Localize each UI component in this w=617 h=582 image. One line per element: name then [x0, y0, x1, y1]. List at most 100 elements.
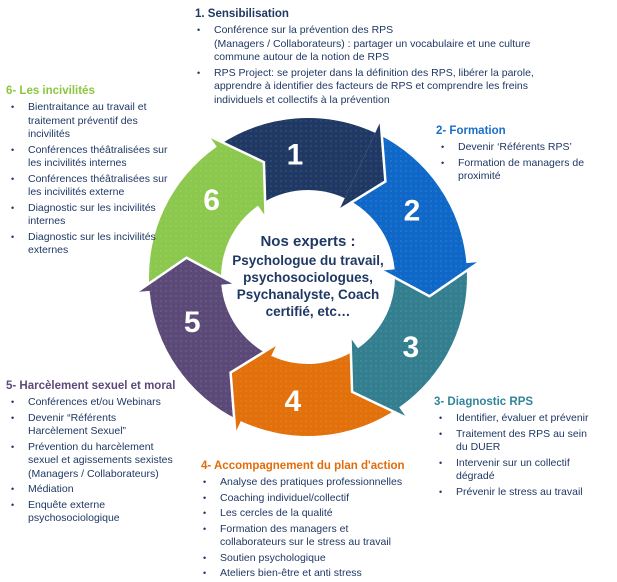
bullet-item: • Conférences théâtralisées sur les inci… — [6, 144, 196, 171]
experts-heading: Nos experts : — [260, 233, 356, 250]
section-2-heading: 2- Formation — [436, 125, 506, 137]
bullet-item: • Conférences et/ou Webinars — [6, 396, 196, 410]
bullet-text: Diagnostic sur les incivilités externes — [28, 230, 156, 257]
bullet-marker: • — [203, 552, 207, 563]
section-6-heading: 6- Les incivilités — [6, 85, 95, 97]
bullet-item: • Formation de managers de proximité — [436, 157, 612, 184]
section-3-heading: 3- Diagnostic RPS — [434, 396, 534, 408]
bullet-text: Diagnostic sur les incivilités internes — [28, 201, 156, 228]
bullet-item: • Diagnostic sur les incivilités interne… — [6, 202, 196, 229]
bullet-item: • RPS Project: se projeter dans la défin… — [192, 67, 617, 108]
bullet-text: Formation de managers de proximité — [458, 156, 585, 183]
segment-2-number: 2 — [404, 194, 421, 227]
bullet-item: • Identifier, évaluer et prévenir — [434, 412, 616, 426]
section-formation: 2- Formation • Devenir ‘Référents RPS’ •… — [436, 124, 612, 184]
bullet-marker: • — [439, 428, 443, 439]
bullet-text: Conférences théâtralisées sur les incivi… — [28, 143, 168, 170]
experts-body: Psychologue du travail, psychosociologue… — [232, 253, 384, 319]
bullet-text: Enquête externe psychosociologique — [28, 498, 120, 525]
segment-3-number: 3 — [402, 331, 419, 364]
bullet-text: Devenir ‘Référents RPS’ — [458, 141, 572, 153]
section-diagnostic-rps: 3- Diagnostic RPS • Identifier, évaluer … — [434, 395, 616, 499]
bullet-text: Identifier, évaluer et prévenir — [456, 412, 589, 424]
bullet-marker: • — [11, 499, 15, 510]
bullet-text: Devenir “Référents Harcèlement Sexuel” — [28, 411, 127, 438]
bullet-marker: • — [11, 102, 15, 112]
bullet-text: Analyse des pratiques professionnelles — [220, 476, 403, 488]
experts-center-label: Nos experts : Psychologue du travail, ps… — [218, 233, 398, 320]
segment-4-arrowhead-outline — [229, 343, 278, 433]
bullet-text: Conférences et/ou Webinars — [28, 396, 161, 408]
segment-1-arrowhead-outline — [338, 121, 387, 211]
bullet-marker: • — [11, 441, 15, 452]
section-5-heading: 5- Harcèlement sexuel et moral — [6, 380, 176, 392]
bullet-text: Formation des managers et collaborateurs… — [220, 522, 391, 549]
bullet-marker: • — [11, 144, 15, 155]
bullet-item: • Diagnostic sur les incivilités externe… — [6, 231, 196, 258]
bullet-marker: • — [203, 523, 207, 534]
bullet-text: Conférences théâtralisées sur les incivi… — [28, 172, 168, 199]
bullet-item: • Analyse des pratiques professionnelles — [198, 476, 442, 490]
bullet-marker: • — [203, 492, 207, 503]
bullet-marker: • — [439, 457, 443, 468]
bullet-text: Bientraitance au travail et traitement p… — [28, 101, 147, 140]
bullet-item: • Conférences théâtralisées sur les inci… — [6, 173, 196, 200]
segment-6-number: 6 — [203, 184, 220, 217]
bullet-marker: • — [11, 397, 15, 407]
bullet-marker: • — [11, 231, 15, 242]
segment-6-arrowhead-outline — [208, 134, 267, 217]
bullet-item: • Ateliers bien-être et anti stress — [198, 567, 442, 581]
bullet-text: Prévenir le stress au travail — [456, 485, 583, 498]
bullet-marker: • — [11, 412, 15, 423]
bullet-item: • Soutien psychologique — [198, 552, 442, 566]
section-sensibilisation: 1. Sensibilisation • Conférence sur la p… — [192, 7, 617, 107]
segment-5-number: 5 — [184, 306, 201, 339]
cycle-numbers: 1 2 3 4 5 6 — [184, 139, 420, 418]
bullet-text: Traitement des RPS au sein du DUER — [456, 427, 587, 454]
section-accompagnement: 4- Accompagnement du plan d'action • Ana… — [198, 459, 442, 581]
bullet-item: • Médiation — [6, 483, 196, 497]
bullet-item: • Devenir “Référents Harcèlement Sexuel” — [6, 412, 196, 439]
segment-4-number: 4 — [285, 385, 302, 418]
bullet-item: • Formation des managers et collaborateu… — [198, 523, 442, 550]
segment-6-arrow-texture — [149, 136, 266, 289]
bullet-marker: • — [197, 67, 201, 78]
bullet-item: • Coaching individuel/collectif — [198, 492, 442, 506]
bullet-marker: • — [197, 25, 201, 35]
bullet-item: • Bientraitance au travail et traitement… — [6, 101, 196, 142]
bullet-text: Les cercles de la qualité — [220, 507, 333, 519]
bullet-marker: • — [203, 477, 207, 487]
bullet-marker: • — [441, 142, 445, 152]
bullet-marker: • — [203, 568, 207, 578]
bullet-marker: • — [203, 508, 207, 518]
section-harcelement: 5- Harcèlement sexuel et moral • Confére… — [6, 379, 196, 526]
bullet-marker: • — [441, 157, 445, 168]
bullet-marker: • — [11, 484, 15, 494]
bullet-marker: • — [11, 202, 15, 213]
segment-3-arrowhead-outline — [349, 337, 408, 420]
bullet-item: • Les cercles de la qualité — [198, 507, 442, 521]
bullet-item: • Intervenir sur un collectif dégradé — [434, 457, 616, 484]
bullet-item: • Prévenir le stress au travail — [434, 486, 616, 500]
bullet-text: Prévention du harcèlement sexuel et agis… — [28, 440, 173, 480]
section-1-heading: 1. Sensibilisation — [195, 8, 289, 20]
bullet-text: Coaching individuel/collectif — [220, 491, 349, 504]
segment-3-arrow-texture — [350, 265, 467, 418]
bullet-text: Médiation — [28, 483, 74, 495]
segment-1-number: 1 — [287, 139, 304, 172]
bullet-text: Soutien psychologique — [220, 551, 326, 564]
bullet-text: Intervenir sur un collectif dégradé — [456, 456, 570, 483]
bullet-item: • Conférence sur la prévention des RPS (… — [192, 24, 617, 65]
bullet-marker: • — [439, 486, 443, 497]
bullet-marker: • — [439, 413, 443, 423]
cycle-arrows — [135, 117, 481, 437]
bullet-text: Conférence sur la prévention des RPS (Ma… — [214, 24, 531, 63]
bullet-item: • Traitement des RPS au sein du DUER — [434, 428, 616, 455]
bullet-text: Ateliers bien-être et anti stress — [220, 567, 362, 579]
bullet-item: • Devenir ‘Référents RPS’ — [436, 141, 612, 155]
segment-2-arrowhead-outline — [381, 260, 481, 298]
bullet-text: RPS Project: se projeter dans la définit… — [214, 66, 534, 106]
section-incivilites: 6- Les incivilités • Bientraitance au tr… — [6, 84, 196, 258]
section-4-heading: 4- Accompagnement du plan d'action — [201, 460, 405, 472]
